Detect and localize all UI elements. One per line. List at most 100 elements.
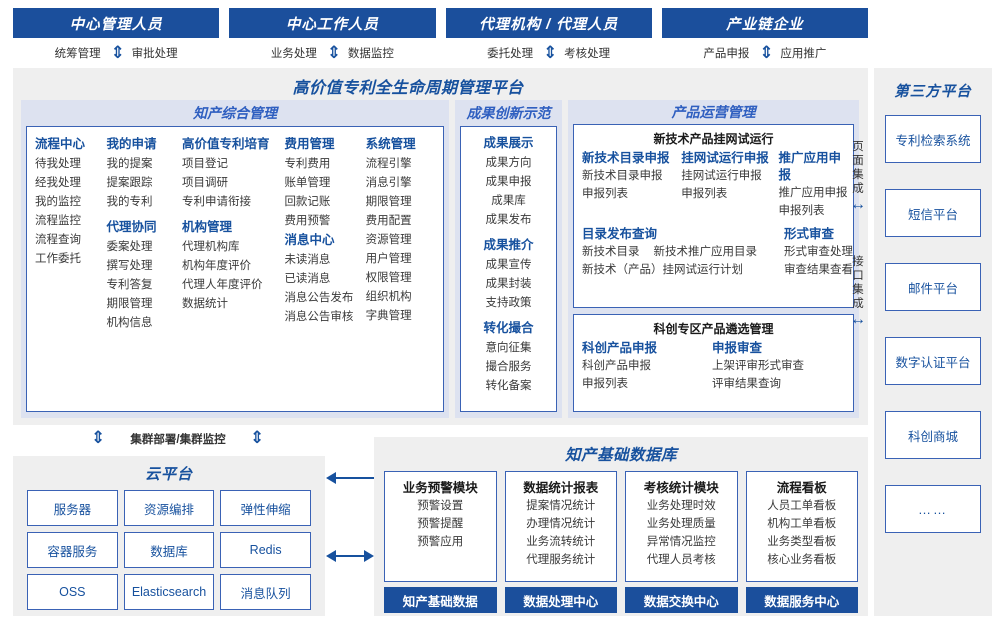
module-head[interactable]: 机构管理 [181,220,232,234]
module-item[interactable]: 字典管理 [365,310,412,322]
third-party-item-sms[interactable]: 短信平台 [885,189,981,237]
module-item[interactable]: 成果封装 [485,278,532,290]
cloud-cell-redis[interactable]: Redis [220,532,311,568]
module-head[interactable]: 形式审查 [784,226,835,241]
module-item[interactable]: 委案处理 [106,241,153,253]
module-item[interactable]: 专利答复 [106,279,153,291]
module-head[interactable]: 成果展示 [483,136,534,150]
module-head[interactable]: 高价值专利培育 [181,137,270,151]
module-item[interactable]: 专利费用 [284,158,331,170]
module-item[interactable]: 流程监控 [35,215,81,227]
module-item[interactable]: 科创产品申报 [582,359,651,372]
third-party-item-more[interactable]: …… [885,485,981,533]
kdb-item[interactable]: 代理人员考核 [646,554,716,566]
kdb-item[interactable]: 代理服务统计 [526,554,596,566]
module-item[interactable]: 形式审查处理 [784,245,853,258]
cloud-cell-oss[interactable]: OSS [27,574,118,610]
module-head[interactable]: 申报审查 [712,340,763,355]
module-item[interactable]: 新技术（产品）挂网试运行计划 [582,263,743,276]
module-head[interactable]: 推广应用申报 [778,150,842,182]
module-item[interactable]: 期限管理 [365,196,412,208]
module-head[interactable]: 转化撮合 [483,321,534,335]
module-item[interactable]: 项目登记 [181,158,228,170]
module-item[interactable]: 期限管理 [106,298,153,310]
module-item[interactable]: 成果申报 [485,176,532,188]
module-item[interactable]: 成果发布 [485,214,532,226]
module-item[interactable]: 消息公告审核 [284,311,354,323]
cloud-cell-elastic-scaling[interactable]: 弹性伸缩 [220,490,311,526]
kdb-foot-exchange-center[interactable]: 数据交换中心 [625,587,738,613]
module-item[interactable]: 用户管理 [365,253,412,265]
cloud-cell-database[interactable]: 数据库 [123,532,215,568]
module-head[interactable]: 消息中心 [284,233,335,247]
module-item[interactable]: 流程查询 [35,234,81,246]
module-item[interactable]: 组织机构 [365,291,412,303]
module-head[interactable]: 挂网试运行申报 [681,150,769,165]
module-item[interactable]: 机构信息 [106,317,153,329]
module-head[interactable]: 成果推介 [483,238,534,252]
module-item[interactable]: 提案跟踪 [106,177,153,189]
module-item[interactable]: 机构年度评价 [181,260,251,272]
module-item[interactable]: 申报列表 [582,187,628,200]
third-party-item-innovation-mall[interactable]: 科创商城 [885,411,981,459]
third-party-item-email[interactable]: 邮件平台 [885,263,981,311]
module-item[interactable]: 撮合服务 [485,361,532,373]
kdb-item[interactable]: 预警应用 [417,536,464,548]
module-item[interactable]: 费用配置 [365,215,412,227]
module-item[interactable]: 成果方向 [485,157,532,169]
module-item[interactable]: 我的提案 [106,158,153,170]
cloud-cell-elasticsearch[interactable]: Elasticsearch [123,574,215,610]
module-item[interactable]: 新技术目录 [582,245,640,258]
kdb-item[interactable]: 预警设置 [417,500,464,512]
module-item[interactable]: 经我处理 [35,177,81,189]
module-item[interactable]: 上架评审形式审查 [712,359,804,372]
kdb-item[interactable]: 业务处理时效 [646,500,716,512]
module-item[interactable]: 费用预警 [284,215,331,227]
module-item[interactable]: 申报列表 [681,187,728,200]
module-item[interactable]: 资源管理 [365,234,412,246]
module-item[interactable]: 工作委托 [35,253,81,265]
module-item[interactable]: 推广应用申报 [778,186,848,199]
module-item[interactable]: 新技术目录申报 [582,169,663,182]
module-item[interactable]: 代理人年度评价 [181,279,263,291]
kdb-head[interactable]: 业务预警模块 [402,481,478,495]
module-item[interactable]: 流程引擎 [365,158,412,170]
module-item[interactable]: 支持政策 [485,297,532,309]
module-item[interactable]: 专利申请衔接 [181,196,251,208]
module-head[interactable]: 新技术目录申报 [582,150,670,165]
module-head[interactable]: 代理协同 [106,220,157,234]
kdb-item[interactable]: 核心业务看板 [767,554,837,566]
module-item[interactable]: 待我处理 [35,158,81,170]
cloud-cell-message-queue[interactable]: 消息队列 [220,574,311,610]
module-item[interactable]: 我的监控 [35,196,81,208]
module-item[interactable]: 转化备案 [485,380,532,392]
role-title-agency[interactable]: 代理机构 / 代理人员 [445,8,652,38]
module-item[interactable]: 代理机构库 [181,241,240,253]
kdb-foot-service-center[interactable]: 数据服务中心 [745,587,858,613]
kdb-item[interactable]: 业务处理质量 [646,518,716,530]
cloud-cell-server[interactable]: 服务器 [27,490,118,526]
role-title-center-manager[interactable]: 中心管理人员 [13,8,220,38]
kdb-head[interactable]: 流程看板 [776,481,827,495]
kdb-item[interactable]: 人员工单看板 [767,500,837,512]
kdb-item[interactable]: 业务流转统计 [526,536,596,548]
module-item[interactable]: 成果宣传 [485,259,532,271]
third-party-item-digital-cert[interactable]: 数字认证平台 [885,337,981,385]
module-head[interactable]: 我的申请 [106,137,157,151]
module-head[interactable]: 目录发布查询 [582,226,658,241]
module-item[interactable]: 权限管理 [365,272,412,284]
kdb-head[interactable]: 考核统计模块 [643,481,719,495]
module-item[interactable]: 项目调研 [181,177,228,189]
module-item[interactable]: 评审结果查询 [712,377,781,390]
kdb-foot-basic-data[interactable]: 知产基础数据 [384,587,497,613]
module-item[interactable]: 审查结果查看 [784,263,853,276]
role-title-industry-enterprise[interactable]: 产业链企业 [661,8,868,38]
kdb-head[interactable]: 数据统计报表 [523,481,599,495]
kdb-item[interactable]: 业务类型看板 [767,536,837,548]
module-item[interactable]: 已读消息 [284,273,331,285]
kdb-foot-processing-center[interactable]: 数据处理中心 [504,587,617,613]
kdb-item[interactable]: 异常情况监控 [646,536,716,548]
module-item[interactable]: 消息引擎 [365,177,412,189]
module-item[interactable]: 意向征集 [485,342,532,354]
module-item[interactable]: 撰写处理 [106,260,153,272]
